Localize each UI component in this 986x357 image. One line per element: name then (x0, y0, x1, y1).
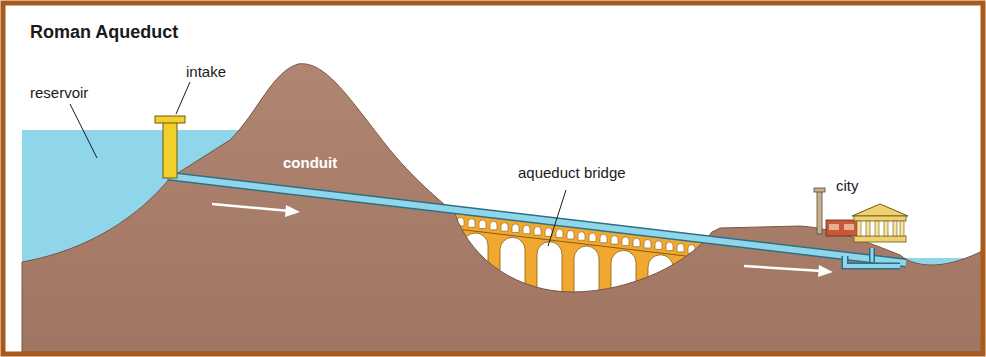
upper-arch (677, 243, 684, 252)
leader-line (176, 82, 190, 114)
upper-arch (556, 229, 563, 237)
upper-arch (545, 228, 552, 237)
upper-arch (578, 232, 585, 240)
intake-tower (163, 122, 177, 178)
upper-arch (490, 221, 497, 230)
upper-arch (468, 219, 475, 227)
flow-arrow (744, 265, 833, 277)
upper-arch (501, 223, 508, 231)
part-label: aqueduct bridge (518, 164, 626, 181)
upper-arch (611, 236, 618, 244)
hillside-ground (22, 64, 984, 352)
upper-arch (655, 241, 662, 249)
frame-border (3, 3, 983, 354)
city-buildings (814, 188, 908, 242)
conduit-outline (168, 176, 906, 263)
leader-line (70, 104, 97, 158)
upper-arch (512, 224, 519, 233)
upper-arch (633, 238, 640, 246)
upper-arch (589, 233, 596, 242)
upper-arch (644, 239, 651, 248)
part-label: city (836, 177, 859, 194)
leader-line (548, 190, 566, 246)
upper-arch (534, 227, 541, 235)
city-pipe-outline (869, 248, 875, 262)
flow-arrow (212, 204, 300, 217)
diagram-title: Roman Aqueduct (30, 22, 178, 43)
part-label: intake (186, 63, 226, 80)
intake-cap (155, 116, 185, 123)
part-label: reservoir (30, 84, 88, 101)
upper-arch (567, 230, 574, 239)
part-label: conduit (283, 154, 337, 171)
upper-arch (479, 220, 486, 229)
upper-arch (666, 242, 673, 250)
conduit-pipe (168, 176, 906, 263)
upper-arch (523, 225, 530, 233)
upper-arch (622, 237, 629, 245)
city-pipe (871, 248, 874, 262)
upper-arch (600, 234, 607, 242)
